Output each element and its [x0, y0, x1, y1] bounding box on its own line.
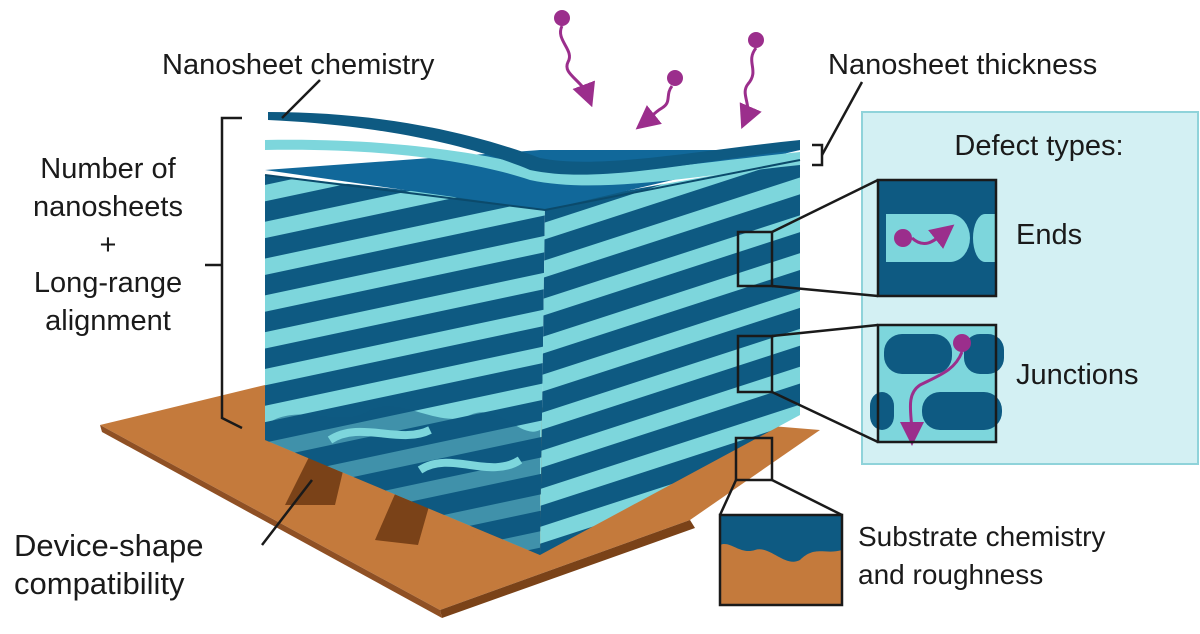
junctions-source-box [736, 334, 774, 394]
label-line: compatibility [14, 566, 185, 601]
nanosheet-stack [264, 112, 801, 555]
label-line: and roughness [858, 559, 1044, 590]
ends-inset [876, 178, 998, 298]
nanosheet-chemistry-label: Nanosheet chemistry [162, 49, 435, 81]
label-line: + [99, 229, 117, 261]
incoming-particles [554, 10, 764, 130]
junctions-inset [870, 323, 1004, 446]
defect-types-title: Defect types: [954, 130, 1124, 162]
particle-icon [894, 229, 912, 247]
label-line: Long-range [33, 267, 183, 299]
ends-source-box [736, 230, 774, 288]
zoom-lines [718, 178, 879, 517]
particle-icon [667, 70, 683, 86]
thickness-leader [820, 81, 864, 156]
ends-label: Ends [1016, 219, 1083, 251]
device-shape-leader [261, 479, 313, 546]
particle-icon [554, 10, 570, 26]
substrate-inset [718, 513, 844, 607]
substrate-label: Substrate chemistry and roughness [858, 518, 1105, 594]
substrate-source-box [734, 436, 774, 482]
number-of-nanosheets-label: Number of nanosheets + Long-range alignm… [8, 152, 208, 338]
label-line: alignment [45, 305, 171, 337]
thickness-bracket [812, 143, 824, 167]
label-line: nanosheets [33, 191, 183, 223]
device-shape-label: Device-shape compatibility [14, 527, 204, 603]
nanosheet-thickness-label: Nanosheet thickness [828, 49, 1098, 81]
label-line: Substrate chemistry [858, 521, 1106, 552]
chemistry-leader [281, 79, 321, 119]
particle-icon [748, 32, 764, 48]
label-line: Device-shape [14, 528, 204, 563]
stack-bracket [220, 116, 243, 430]
label-line: Number of [40, 153, 176, 185]
particle-icon [953, 334, 971, 352]
junctions-label: Junctions [1016, 359, 1139, 391]
